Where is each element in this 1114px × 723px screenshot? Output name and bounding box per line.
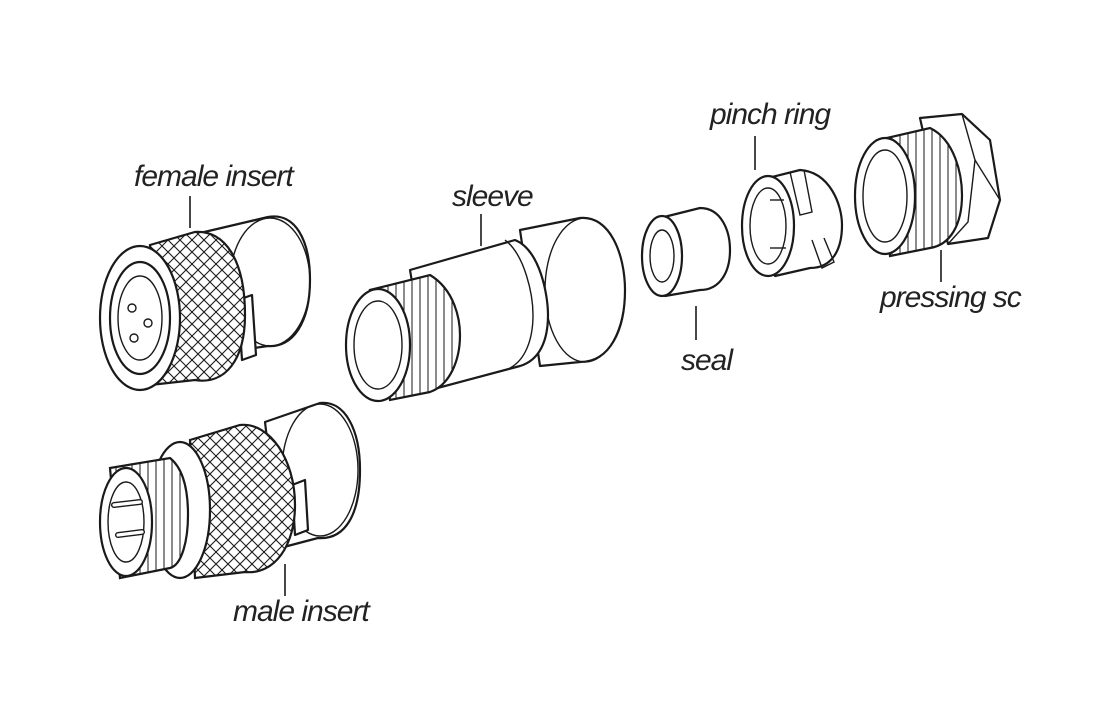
male-insert-part	[98, 401, 362, 580]
seal-label: seal	[681, 344, 734, 377]
pressing-screw-label: pressing sc	[879, 281, 1022, 314]
sleeve-part	[344, 216, 627, 403]
pinch-ring-label: pinch ring	[709, 98, 831, 131]
sleeve-label: sleeve	[452, 180, 533, 213]
pressing-screw-part	[853, 112, 1002, 258]
male-insert-label: male insert	[233, 595, 371, 628]
pinch-ring-part	[740, 168, 844, 278]
female-insert-part	[98, 215, 312, 392]
seal-part	[640, 206, 732, 298]
female-insert-label: female insert	[134, 160, 295, 193]
